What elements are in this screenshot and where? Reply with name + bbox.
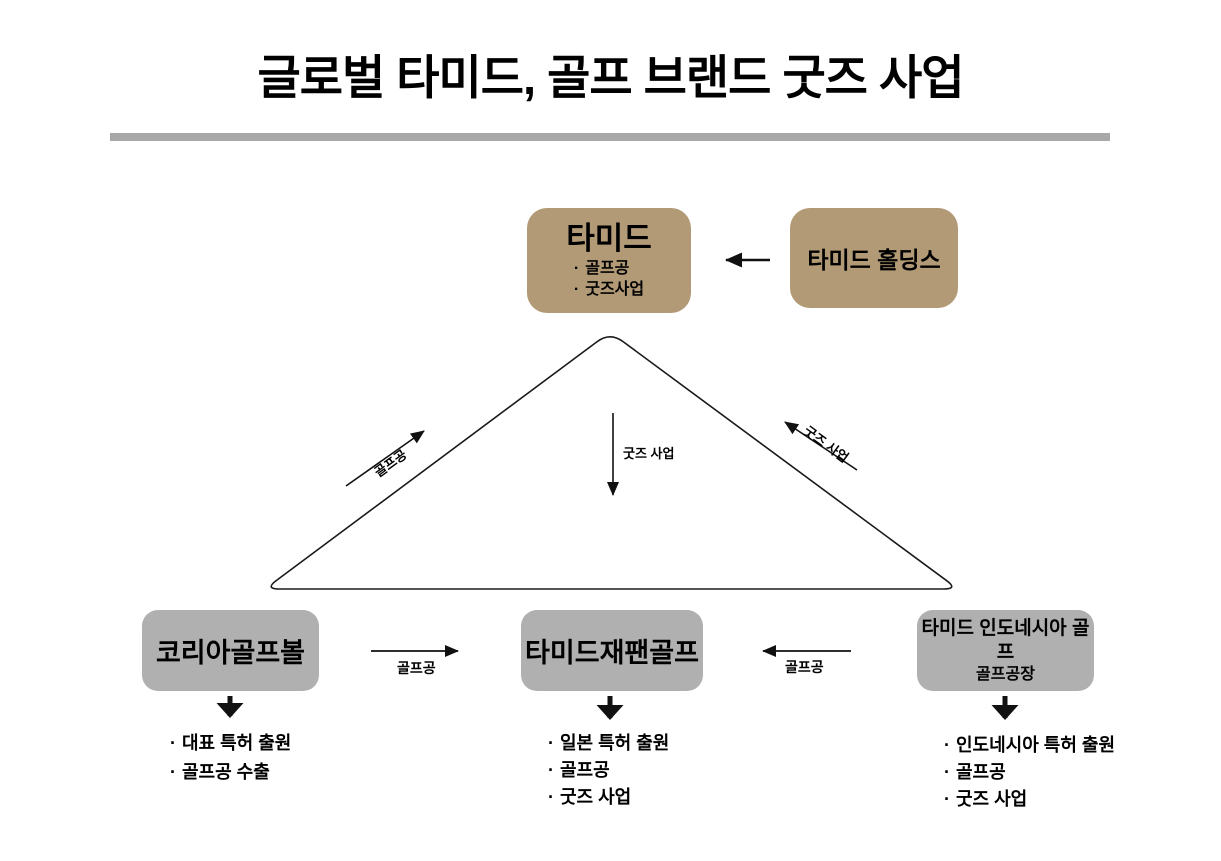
node-korea-label: 코리아골프볼: [155, 638, 306, 668]
list-item: · 굿즈 사업: [944, 789, 1115, 810]
node-tamid-label: 타미드: [566, 220, 652, 256]
list-item: · 인도네시아 특허 출원: [944, 735, 1115, 756]
node-indonesia-sublabel: 골프공장: [976, 665, 1035, 683]
node-tamid-bullets: · 골프공 · 굿즈사업: [574, 258, 644, 300]
bullet-text: 인도네시아 특허 출원: [956, 735, 1116, 755]
list-item: · 굿즈사업: [574, 279, 644, 300]
list-item: · 굿즈 사업: [548, 787, 669, 808]
japan-bullet-list: · 일본 특허 출원 · 골프공 · 굿즈 사업: [548, 733, 669, 814]
node-tamid-indonesia-golf: 타미드 인도네시아 골프 골프공장: [917, 610, 1094, 691]
bullet-dot: ·: [548, 760, 554, 780]
arrow-goods-up-right-edge: [784, 421, 858, 471]
bullet-text: 굿즈 사업: [956, 789, 1028, 809]
page-title: 글로벌 타미드, 골프 브랜드 굿즈 사업: [257, 51, 965, 104]
node-tamid-holdings: 타미드 홀딩스: [790, 208, 958, 308]
bullet-text: 골프공: [560, 760, 610, 780]
list-item: · 골프공: [574, 258, 644, 279]
bullet-dot: ·: [944, 735, 950, 755]
bullet-dot: ·: [944, 762, 950, 782]
bullet-text: 대표 특허 출원: [182, 733, 292, 753]
bullet-dot: ·: [944, 789, 950, 809]
bullet-text: 굿즈 사업: [560, 787, 632, 807]
bullet-dot: ·: [170, 762, 176, 782]
title-divider-bar: [110, 133, 1110, 141]
bullet-dot: ·: [573, 280, 580, 298]
edge-label-goods-center: 굿즈 사업: [623, 446, 675, 461]
bullet-text: 일본 특허 출원: [560, 733, 670, 753]
list-item: · 대표 특허 출원: [170, 733, 291, 754]
bullet-text: 골프공 수출: [182, 762, 270, 782]
arrow-golfball-up-left-edge: [345, 430, 425, 487]
node-japan-label: 타미드재팬골프: [525, 638, 699, 668]
node-korea-golfball: 코리아골프볼: [142, 610, 319, 691]
list-item: · 골프공 수출: [170, 762, 291, 783]
node-indonesia-label: 타미드 인도네시아 골프: [921, 617, 1090, 663]
korea-bullet-list: · 대표 특허 출원 · 골프공 수출: [170, 733, 291, 791]
arrow-label-korea-japan: 골프공: [397, 660, 436, 676]
bullet-text: 골프공: [585, 259, 630, 277]
list-item: · 일본 특허 출원: [548, 733, 669, 754]
node-tamid: 타미드 · 골프공 · 굿즈사업: [527, 208, 691, 313]
arrow-label-indonesia-japan: 골프공: [785, 659, 824, 675]
bullet-dot: ·: [548, 733, 554, 753]
bullet-dot: ·: [573, 259, 580, 277]
bullet-dot: ·: [170, 733, 176, 753]
list-item: · 골프공: [944, 762, 1115, 783]
node-holdings-label: 타미드 홀딩스: [807, 247, 941, 273]
indonesia-bullet-list: · 인도네시아 특허 출원 · 골프공 · 굿즈 사업: [944, 735, 1115, 816]
bullet-dot: ·: [548, 787, 554, 807]
list-item: · 골프공: [548, 760, 669, 781]
node-tamid-japan-golf: 타미드재팬골프: [521, 610, 703, 691]
bullet-text: 굿즈사업: [585, 280, 645, 298]
bullet-text: 골프공: [956, 762, 1006, 782]
triangle-outline: [270, 335, 953, 590]
